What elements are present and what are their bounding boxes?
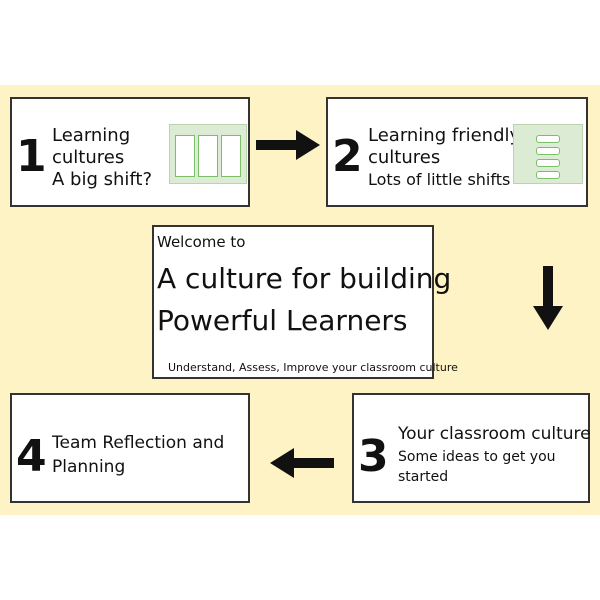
step-number: 3 <box>358 431 389 482</box>
main-title-line1: A culture for building <box>157 262 452 295</box>
step-1-card[interactable]: 1 Learning cultures A big shift? <box>10 97 250 207</box>
step-number: 1 <box>16 131 47 182</box>
step-subtitle: A big shift? <box>52 169 153 190</box>
slide-thumbnail <box>169 124 247 184</box>
step-number: 2 <box>332 131 363 182</box>
step-subtitle: Some ideas to get you started <box>398 449 556 485</box>
step-number: 4 <box>16 431 47 482</box>
main-title-line2: Powerful Learners <box>157 304 408 337</box>
welcome-card[interactable]: Welcome to A culture for building Powerf… <box>152 225 458 379</box>
step-3-card[interactable]: 3 Your classroom culture Some ideas to g… <box>352 393 591 503</box>
arrow-down-icon <box>533 266 563 330</box>
welcome-label: Welcome to <box>157 233 246 251</box>
step-4-card[interactable]: 4 Team Reflection and Planning <box>10 393 250 503</box>
arrow-right-icon <box>256 130 320 160</box>
arrow-left-icon <box>270 448 334 478</box>
step-2-card[interactable]: 2 Learning friendly cultures Lots of lit… <box>326 97 588 207</box>
step-title: Learning friendly cultures <box>368 125 521 168</box>
step-subtitle: Lots of little shifts <box>368 170 511 189</box>
step-title: Learning cultures <box>52 125 131 168</box>
tagline: Understand, Assess, Improve your classro… <box>168 361 458 374</box>
slide-thumbnail <box>513 124 583 184</box>
step-title: Team Reflection and Planning <box>52 433 225 477</box>
step-title: Your classroom culture <box>398 424 591 444</box>
